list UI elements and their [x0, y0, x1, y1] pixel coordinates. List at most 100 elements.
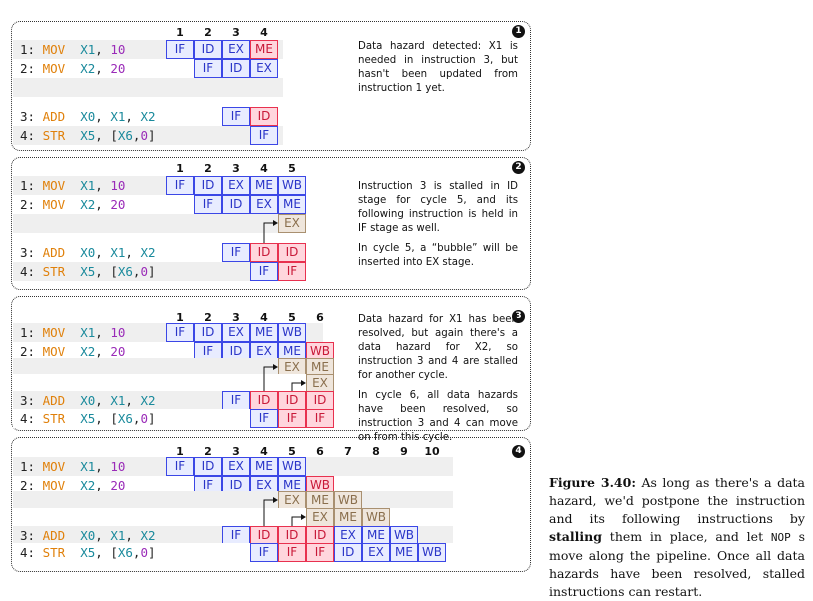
operand: X1: [80, 42, 96, 57]
caption-mono: NOP: [770, 531, 791, 544]
cycle-number: 10: [424, 445, 440, 458]
operand: X6: [117, 411, 133, 426]
operand: X2: [80, 478, 96, 493]
code-line: 3: ADD X0, X1, X2: [20, 526, 156, 545]
operand: X0: [80, 245, 96, 260]
row-background: [13, 214, 283, 233]
code-line: 3: ADD X0, X1, X2: [20, 243, 156, 262]
line-number: 3:: [20, 109, 43, 124]
operand: X2: [140, 393, 156, 408]
opcode: STR: [42, 128, 66, 143]
opcode: MOV: [42, 325, 66, 340]
stage-wb: WB: [334, 491, 362, 510]
row-background: [13, 243, 283, 262]
cycle-number: 1: [176, 26, 184, 39]
operand: ]: [147, 128, 156, 143]
operand: ]: [147, 545, 156, 560]
stage-me: ME: [278, 342, 306, 361]
line-number: 1:: [20, 325, 43, 340]
operand: 20: [110, 478, 126, 493]
cycle-number: 2: [204, 311, 212, 324]
stage-me: ME: [250, 40, 278, 59]
panel-1: [11, 21, 531, 151]
stage-id: ID: [194, 457, 222, 476]
operand: 20: [110, 197, 126, 212]
step-badge: 4: [512, 445, 525, 458]
operand: 10: [110, 325, 126, 340]
code-line: 1: MOV X1, 10: [20, 457, 125, 476]
stage-if: IF: [250, 409, 278, 428]
row-background: [13, 126, 283, 145]
cycle-number: 3: [232, 26, 240, 39]
stage-ex: EX: [306, 374, 334, 393]
operand: ,: [95, 197, 111, 212]
operand: 0: [140, 545, 148, 560]
operand: X2: [80, 344, 96, 359]
code-line: 4: STR X5, [X6,0]: [20, 262, 156, 281]
code-line: 1: MOV X1, 10: [20, 176, 125, 195]
operand: ,: [95, 42, 111, 57]
stage-id: ID: [194, 40, 222, 59]
operand: X5: [80, 264, 96, 279]
stage-if: IF: [250, 543, 278, 562]
stage-id: ID: [278, 526, 306, 545]
cycle-number: 5: [288, 311, 296, 324]
operand: ,: [95, 528, 111, 543]
stage-id: ID: [194, 176, 222, 195]
cycle-number: 4: [260, 445, 268, 458]
row-background: [13, 107, 283, 126]
operand: , [: [95, 128, 118, 143]
stage-me: ME: [390, 543, 418, 562]
operand: ,: [95, 325, 111, 340]
operand: X1: [110, 393, 126, 408]
operand: X0: [80, 528, 96, 543]
operand: ,: [125, 528, 141, 543]
stage-me: ME: [278, 195, 306, 214]
stage-if: IF: [306, 543, 334, 562]
operand: X1: [110, 245, 126, 260]
figure-caption: Figure 3.40: As long as there's a data h…: [549, 474, 805, 601]
opcode: ADD: [42, 245, 66, 260]
stage-ex: EX: [222, 457, 250, 476]
cycle-number: 2: [204, 26, 212, 39]
stage-id: ID: [250, 107, 278, 126]
operand: X0: [80, 393, 96, 408]
row-background: [13, 409, 323, 428]
cycle-number: 4: [260, 311, 268, 324]
row-background: [13, 262, 283, 281]
stage-me: ME: [250, 176, 278, 195]
operand: ,: [95, 61, 111, 76]
cycle-number: 1: [176, 311, 184, 324]
operand: ]: [147, 411, 156, 426]
panel-note: Data hazard detected: X1 is needed in in…: [358, 40, 518, 102]
line-number: 3:: [20, 528, 43, 543]
stage-id: ID: [278, 243, 306, 262]
opcode: ADD: [42, 528, 66, 543]
operand: 10: [110, 42, 126, 57]
operand: X1: [80, 325, 96, 340]
opcode: ADD: [42, 393, 66, 408]
operand: ]: [147, 264, 156, 279]
stage-if: IF: [166, 323, 194, 342]
cycle-number: 4: [260, 26, 268, 39]
stage-if: IF: [222, 107, 250, 126]
cycle-number: 1: [176, 445, 184, 458]
panel-note: Data hazard for X1 has been resolved, bu…: [358, 313, 518, 451]
operand: 20: [110, 61, 126, 76]
code-line: 4: STR X5, [X6,0]: [20, 126, 156, 145]
opcode: MOV: [42, 459, 66, 474]
cycle-number: 2: [204, 445, 212, 458]
cycle-number: 6: [316, 311, 324, 324]
operand: ,: [95, 344, 111, 359]
stage-wb: WB: [278, 457, 306, 476]
operand: X2: [140, 528, 156, 543]
stage-ex: EX: [222, 176, 250, 195]
operand: X5: [80, 411, 96, 426]
cycle-number: 3: [232, 311, 240, 324]
panel-note: Instruction 3 is stalled in ID stage for…: [358, 180, 518, 276]
opcode: STR: [42, 411, 66, 426]
stage-if: IF: [194, 342, 222, 361]
opcode: STR: [42, 264, 66, 279]
stage-if: IF: [278, 409, 306, 428]
cycle-number: 2: [204, 162, 212, 175]
